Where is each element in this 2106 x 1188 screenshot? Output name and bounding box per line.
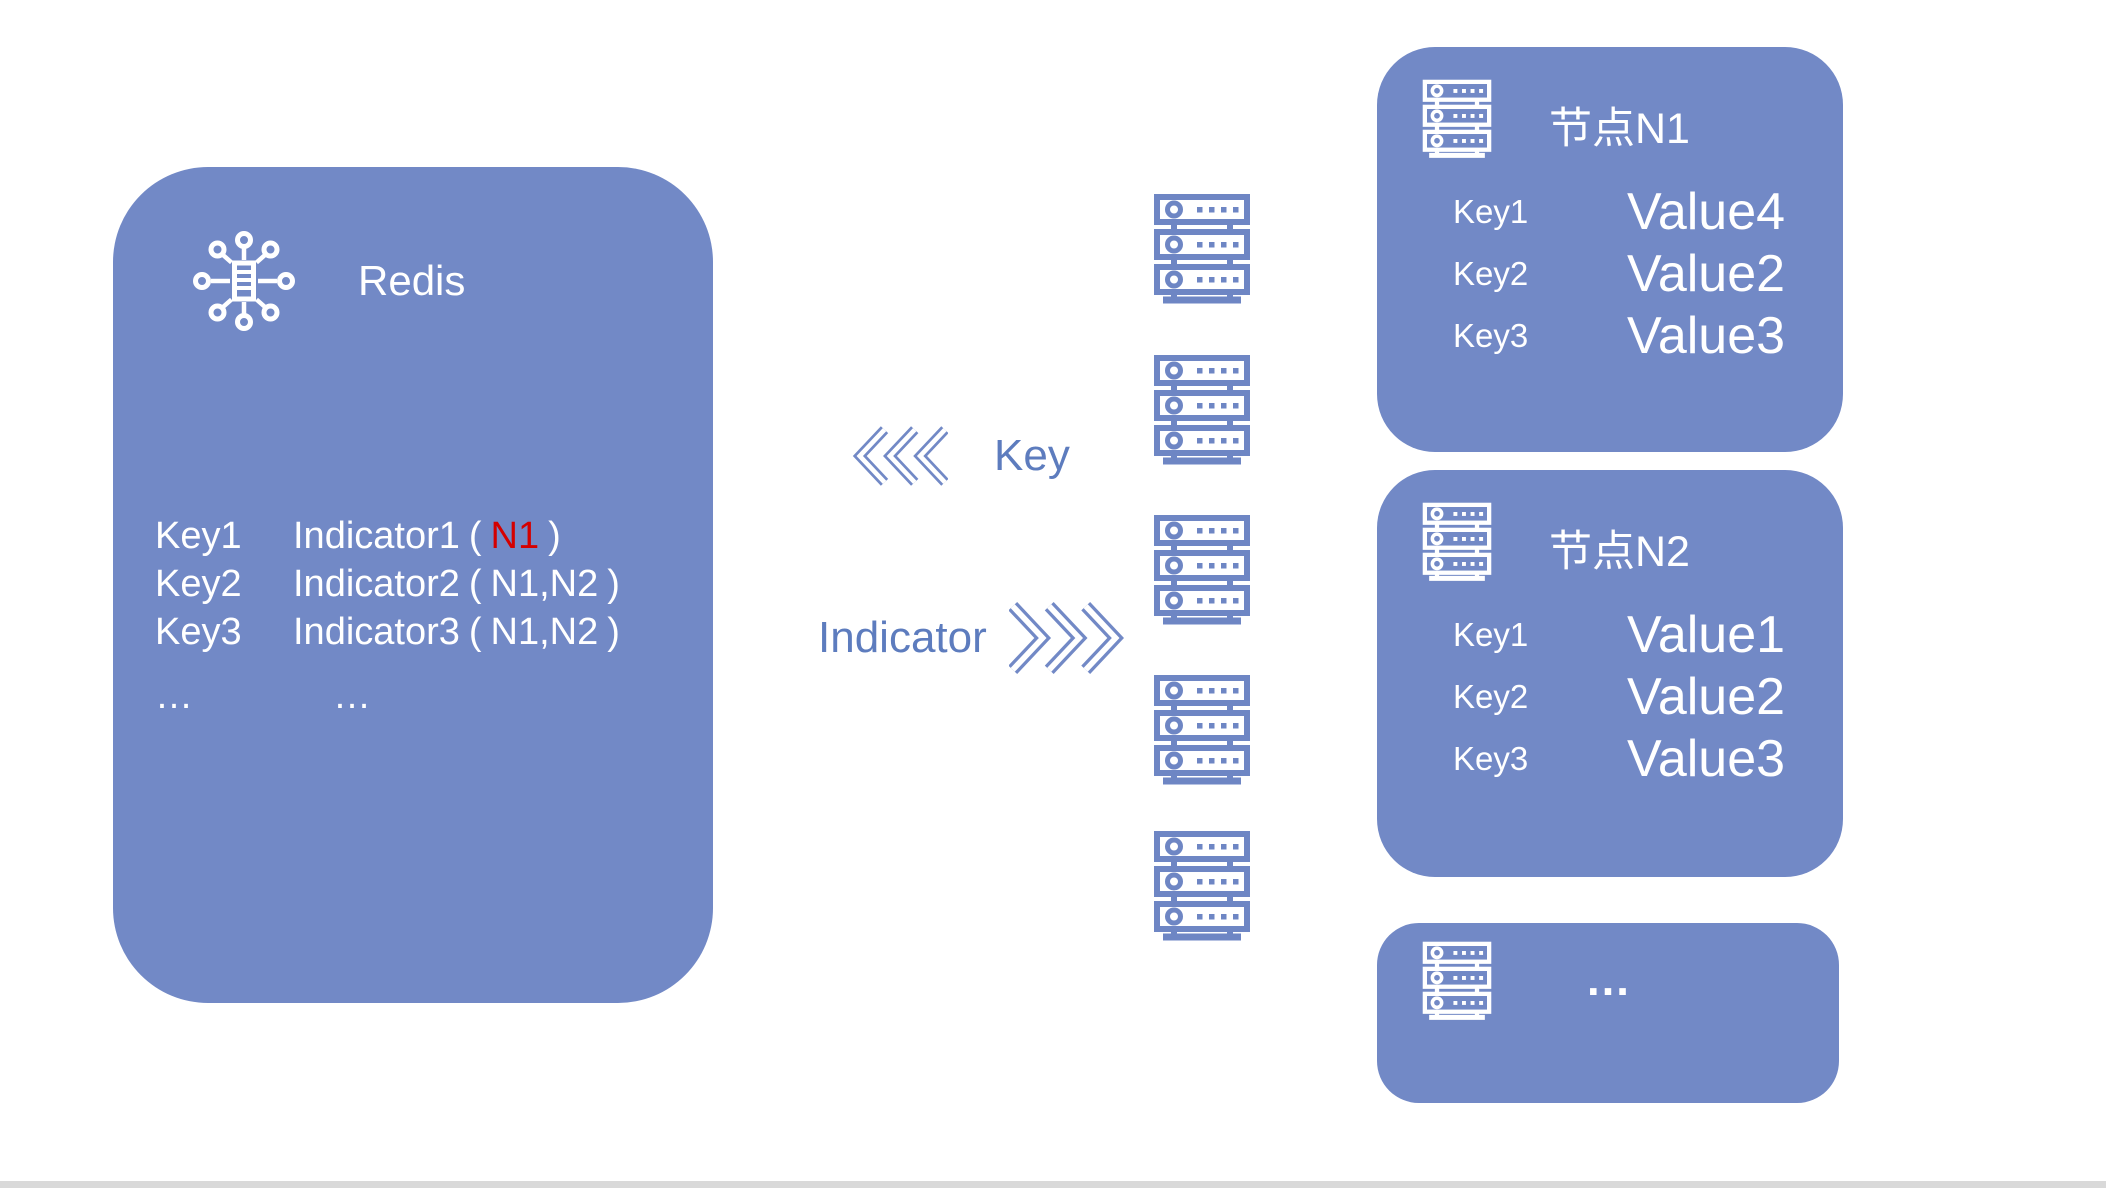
table-row-ellipsis: … …: [155, 675, 695, 723]
server-rack-icon: [1148, 354, 1256, 466]
entry-key: Key1: [1453, 193, 1529, 230]
row-key: …: [155, 675, 193, 717]
row-indicator: Indicator1(N1): [293, 515, 561, 557]
entry-value: Value3: [1627, 307, 1786, 365]
key-arrow: Key: [852, 424, 1070, 488]
entry-row: Key2 Value2: [1377, 666, 1843, 728]
redis-box: Redis Key1 Indicator1(N1) Key2 Indicator…: [113, 167, 713, 1003]
indicator-node-ref: N1: [490, 515, 540, 557]
entry-key: Key1: [1453, 616, 1529, 653]
entry-value: Value4: [1627, 183, 1786, 241]
redis-title: Redis: [358, 257, 466, 304]
server-rack-icon: [1148, 193, 1256, 305]
server-rack-icon: [1419, 502, 1495, 582]
more-nodes-label: …: [1585, 953, 1636, 1005]
entry-row: Key2 Value2: [1377, 243, 1843, 305]
table-row: Key2 Indicator2(N1,N2): [155, 563, 695, 611]
entry-value: Value1: [1627, 606, 1786, 664]
entry-key: Key3: [1453, 740, 1529, 777]
entry-value: Value2: [1627, 245, 1786, 303]
chevron-right-icon: [1008, 602, 1124, 674]
entry-value: Value3: [1627, 730, 1786, 788]
indicator-node-ref: N1,N2: [490, 563, 599, 605]
footer-bar: [0, 1181, 2106, 1188]
node-title: 节点N2: [1549, 528, 1690, 576]
entry-key: Key3: [1453, 317, 1529, 354]
row-key: Key3: [155, 611, 242, 653]
indicator-arrow: Indicator: [818, 600, 1125, 676]
redis-key-table: Key1 Indicator1(N1) Key2 Indicator2(N1,N…: [155, 515, 695, 723]
entry-value: Value2: [1627, 668, 1786, 726]
row-key: Key1: [155, 515, 242, 557]
row-indicator: …: [333, 675, 371, 717]
node-n1-box: 节点N1 Key1 Value4 Key2 Value2 Key3 Value3: [1377, 47, 1843, 452]
entry-row: Key1 Value1: [1377, 604, 1843, 666]
entry-row: Key3 Value3: [1377, 728, 1843, 790]
node-n2-box: 节点N2 Key1 Value1 Key2 Value2 Key3 Value3: [1377, 470, 1843, 877]
indicator-node-ref: N1,N2: [490, 611, 599, 653]
server-rack-icon: [1419, 941, 1495, 1021]
server-rack-icon: [1148, 830, 1256, 942]
table-row: Key3 Indicator3(N1,N2): [155, 611, 695, 659]
entry-key: Key2: [1453, 255, 1529, 292]
entry-key: Key2: [1453, 678, 1529, 715]
row-key: Key2: [155, 563, 242, 605]
table-row: Key1 Indicator1(N1): [155, 515, 695, 563]
server-rack-icon: [1148, 514, 1256, 626]
node-entries: Key1 Value4 Key2 Value2 Key3 Value3: [1377, 181, 1843, 367]
server-rack-icon: [1148, 674, 1256, 786]
indicator-arrow-label: Indicator: [818, 613, 987, 662]
row-indicator: Indicator2(N1,N2): [293, 563, 620, 605]
chevron-left-icon: [852, 426, 948, 486]
more-nodes-box: …: [1377, 923, 1839, 1103]
node-entries: Key1 Value1 Key2 Value2 Key3 Value3: [1377, 604, 1843, 790]
entry-row: Key1 Value4: [1377, 181, 1843, 243]
redis-cluster-icon: [193, 231, 295, 331]
entry-row: Key3 Value3: [1377, 305, 1843, 367]
row-indicator: Indicator3(N1,N2): [293, 611, 620, 653]
node-title: 节点N1: [1549, 105, 1690, 153]
key-arrow-label: Key: [994, 431, 1070, 480]
server-rack-icon: [1419, 79, 1495, 159]
